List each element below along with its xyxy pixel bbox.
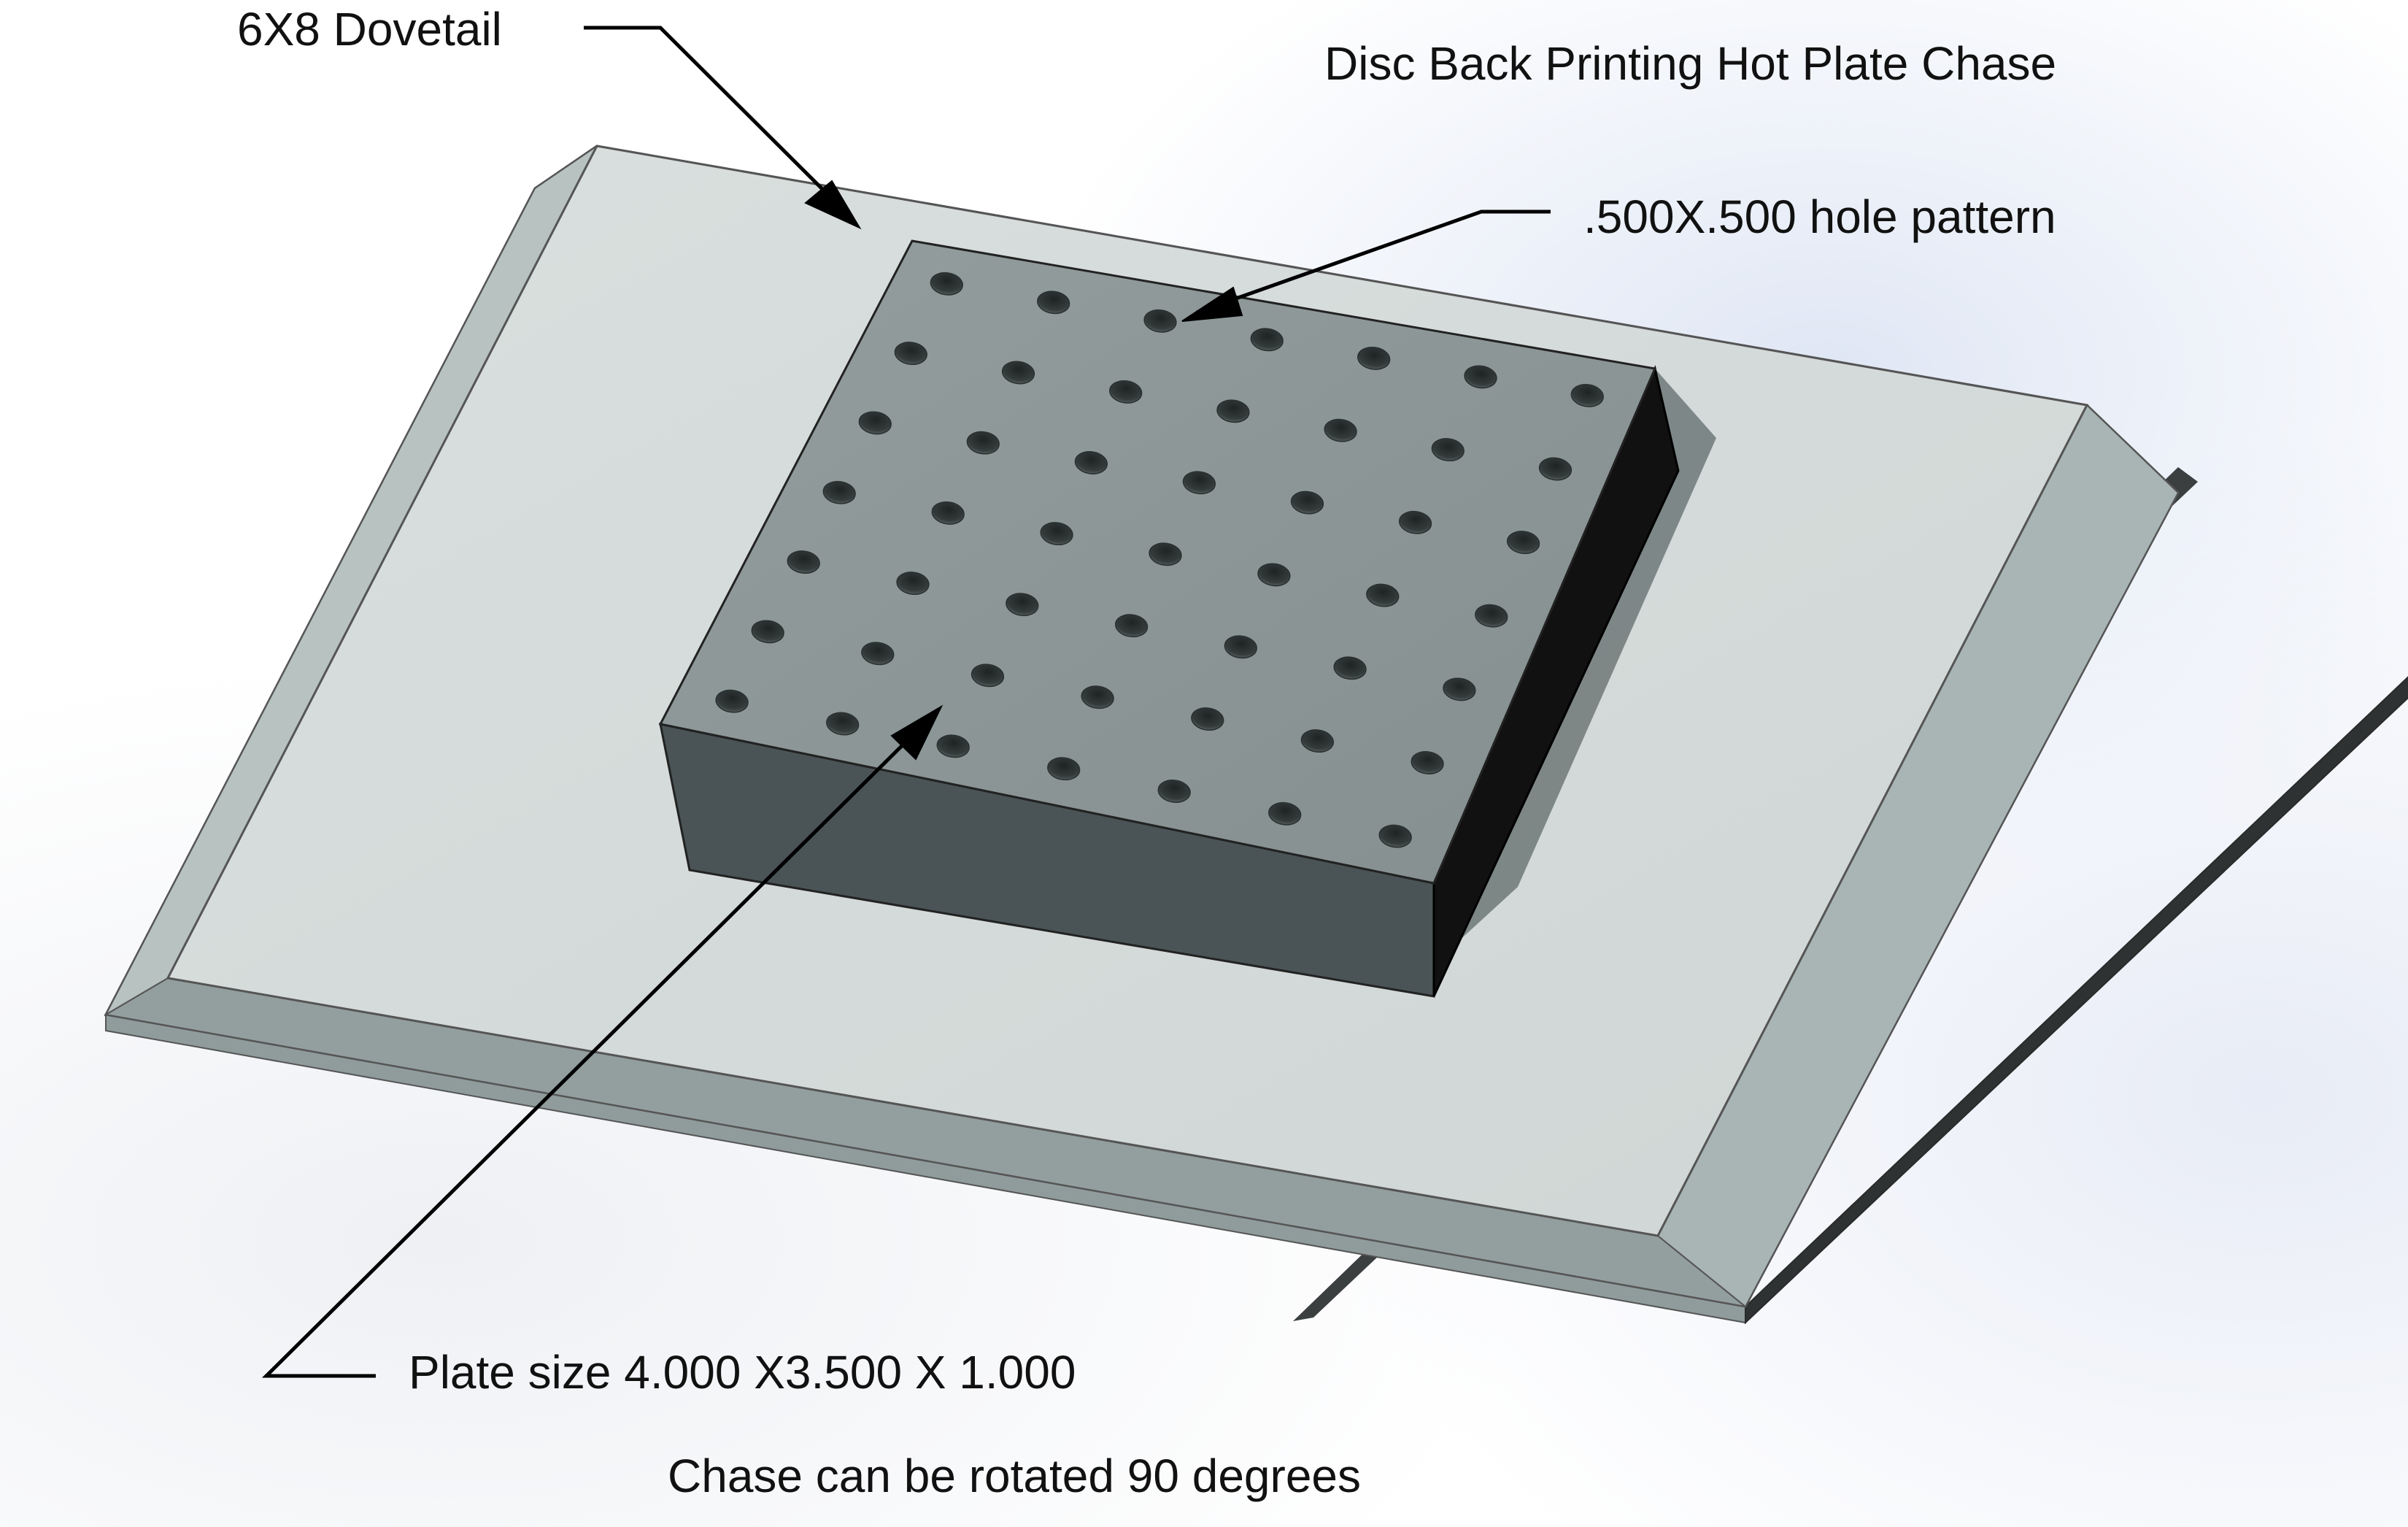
hole xyxy=(1538,457,1572,481)
hole xyxy=(930,272,963,296)
hole xyxy=(1081,685,1114,709)
hole xyxy=(1431,438,1465,462)
hole xyxy=(1143,309,1177,333)
hole xyxy=(1506,531,1540,555)
hole xyxy=(1411,751,1444,774)
hole xyxy=(1443,677,1476,701)
rotation-note: Chase can be rotated 90 degrees xyxy=(668,1450,1361,1502)
hole xyxy=(1357,346,1391,370)
hole xyxy=(1182,471,1216,495)
hole xyxy=(896,572,930,596)
hole xyxy=(1037,291,1070,315)
hole-pattern-arrowhead xyxy=(1181,286,1243,322)
hole xyxy=(715,689,749,713)
hole xyxy=(1001,361,1035,385)
hole xyxy=(822,480,856,504)
hole xyxy=(1333,656,1367,680)
hole xyxy=(1475,604,1508,628)
hole xyxy=(1157,780,1191,803)
hole xyxy=(858,411,892,435)
hole xyxy=(751,620,784,644)
diagram-title: Disc Back Printing Hot Plate Chase xyxy=(1324,37,2057,90)
hole xyxy=(1047,757,1081,781)
hole xyxy=(1300,729,1335,753)
hole xyxy=(1191,707,1224,731)
hole xyxy=(1216,399,1250,423)
hole-pattern-leader xyxy=(1196,209,1551,315)
hole xyxy=(1114,614,1149,638)
hole xyxy=(1257,563,1291,587)
hole xyxy=(970,664,1005,688)
hole xyxy=(1378,824,1412,848)
dovetail-arrowhead xyxy=(804,180,862,230)
hole xyxy=(826,712,860,736)
hole xyxy=(1398,510,1432,534)
hole xyxy=(1224,635,1257,659)
hole xyxy=(1268,801,1302,826)
hole xyxy=(1149,542,1182,566)
hole xyxy=(1324,418,1357,442)
hole xyxy=(1040,522,1073,546)
base-right-face xyxy=(1745,676,2408,1325)
hole xyxy=(931,501,965,525)
hole xyxy=(787,550,820,574)
plate-size-arrowhead xyxy=(890,704,943,761)
hot-plate-block xyxy=(658,239,1680,998)
hole xyxy=(936,734,970,758)
hole-pattern-callout: .500X.500 hole pattern xyxy=(1583,191,2056,243)
hole xyxy=(1074,451,1108,474)
plate-size-callout: Plate size 4.000 X3.500 X 1.000 xyxy=(409,1346,1076,1399)
leader-lines xyxy=(261,26,1551,1378)
hole xyxy=(1464,365,1497,389)
dovetail-callout: 6X8 Dovetail xyxy=(237,3,502,55)
hole xyxy=(1570,383,1604,407)
hole xyxy=(1366,583,1400,607)
hole xyxy=(861,642,895,666)
hole xyxy=(894,342,927,366)
hole xyxy=(1290,491,1324,515)
hole xyxy=(966,431,1000,455)
hole-pattern xyxy=(715,272,1604,848)
plate-size-leader xyxy=(261,721,927,1378)
hole xyxy=(1250,328,1284,352)
hole xyxy=(1006,593,1039,617)
dovetail-leader xyxy=(584,26,833,200)
hole xyxy=(1109,380,1143,404)
